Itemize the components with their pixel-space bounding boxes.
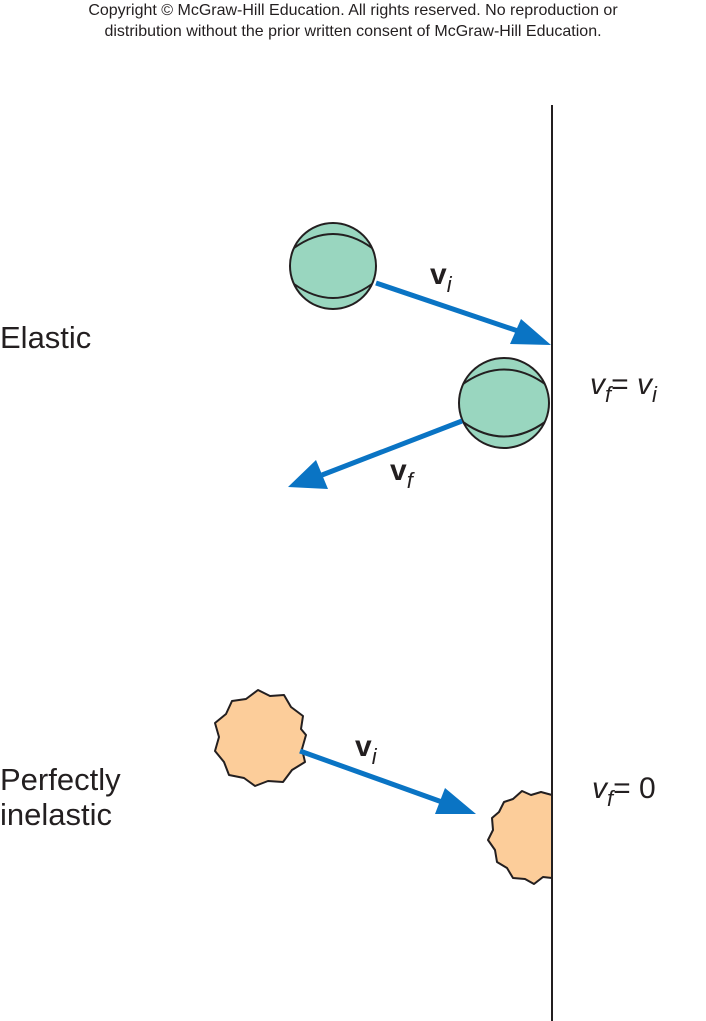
copyright-notice: Copyright © McGraw-Hill Education. All r… <box>0 0 706 42</box>
elastic-vi-label: vi <box>430 258 452 297</box>
copyright-line-2: distribution without the prior written c… <box>104 23 602 40</box>
inelastic-initial-velocity-arrow <box>299 748 476 814</box>
inelastic-ball-initial <box>214 689 307 787</box>
inelastic-vi-label: vi <box>355 730 377 769</box>
inelastic-equation: vf= 0 <box>592 772 656 811</box>
elastic-initial-velocity-arrow <box>375 280 551 345</box>
elastic-final-velocity-arrow <box>288 418 463 489</box>
elastic-ball-initial <box>289 222 377 310</box>
elastic-vf-label: vf <box>390 454 413 493</box>
inelastic-label: Perfectly inelastic <box>0 762 121 832</box>
copyright-line-1: Copyright © McGraw-Hill Education. All r… <box>88 2 618 19</box>
inelastic-label-line-2: inelastic <box>0 797 112 832</box>
elastic-equation: vf= vi <box>590 368 657 407</box>
elastic-label: Elastic <box>0 320 92 355</box>
inelastic-ball-final <box>487 790 553 885</box>
inelastic-label-line-1: Perfectly <box>0 762 121 797</box>
elastic-ball-final <box>458 357 550 449</box>
